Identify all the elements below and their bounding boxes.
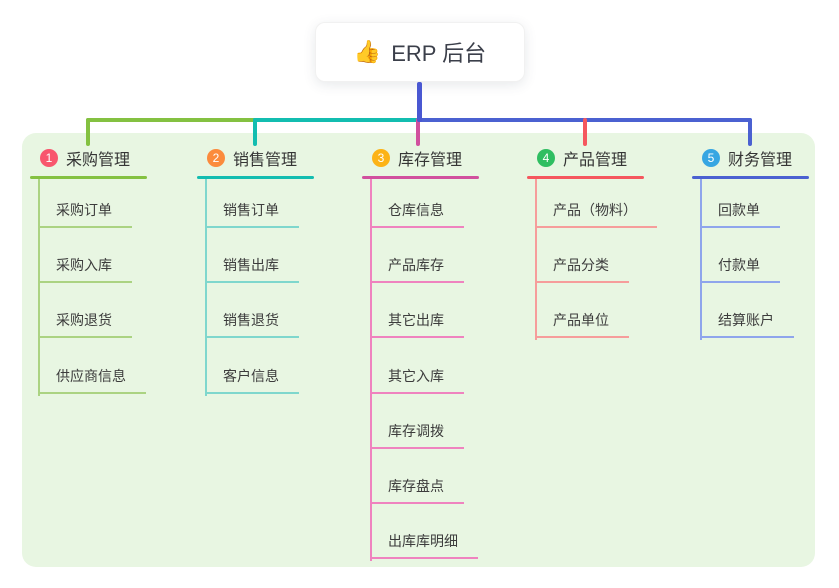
branch-header[interactable]: 3 库存管理: [362, 146, 527, 170]
branch-underline: [692, 176, 809, 179]
branch-number-badge: 3: [372, 149, 390, 167]
root-connector-line: [417, 82, 422, 122]
child-node[interactable]: 销售订单: [205, 200, 299, 228]
branch-header[interactable]: 4 产品管理: [527, 146, 692, 170]
branch-3: 3 库存管理仓库信息产品库存其它出库其它入库库存调拨库存盘点出库库明细: [362, 146, 527, 562]
child-node[interactable]: 其它入库: [370, 366, 464, 394]
branch-2: 2 销售管理销售订单销售出库销售退货客户信息: [197, 146, 362, 396]
bus-segment-sales: [253, 118, 420, 122]
child-node[interactable]: 产品分类: [535, 255, 629, 284]
branch-underline: [30, 176, 147, 179]
branch-label: 采购管理: [66, 152, 131, 169]
thumbs-up-icon: 👍: [353, 39, 382, 64]
branch-label: 库存管理: [398, 152, 463, 169]
child-connector-line: [370, 179, 372, 562]
child-node[interactable]: 库存盘点: [370, 476, 464, 504]
child-node[interactable]: 供应商信息: [38, 366, 146, 394]
branch-header[interactable]: 1 采购管理: [30, 146, 195, 170]
branch-1: 1 采购管理采购订单采购入库采购退货供应商信息: [30, 146, 195, 396]
child-node[interactable]: 产品库存: [370, 255, 464, 284]
child-node[interactable]: 采购入库: [38, 255, 132, 284]
child-node[interactable]: 仓库信息: [370, 200, 464, 228]
bus-segment-purchase: [86, 118, 257, 122]
branch-label: 财务管理: [728, 152, 793, 169]
branch-drop-line: [86, 118, 90, 146]
branch-number-badge: 1: [40, 149, 58, 167]
child-node[interactable]: 采购订单: [38, 200, 132, 228]
branch-drop-line: [748, 118, 752, 146]
child-node[interactable]: 销售退货: [205, 310, 299, 339]
child-node[interactable]: 客户信息: [205, 366, 299, 394]
branch-number-badge: 4: [537, 149, 555, 167]
child-node[interactable]: 销售出库: [205, 255, 299, 284]
branches-panel: [22, 133, 815, 567]
branch-number-badge: 2: [207, 149, 225, 167]
child-node[interactable]: 采购退货: [38, 310, 132, 339]
branch-4: 4 产品管理产品（物料） 产品分类产品单位: [527, 146, 692, 341]
branch-label: 产品管理: [563, 152, 628, 169]
child-connector-line: [700, 179, 702, 341]
child-node[interactable]: 出库库明细: [370, 531, 478, 560]
child-connector-line: [38, 179, 40, 396]
child-connector-line: [205, 179, 207, 396]
child-node[interactable]: 回款单: [700, 200, 780, 228]
branch-drop-line: [416, 118, 420, 146]
branch-underline: [527, 176, 644, 179]
branch-5: 5 财务管理回款单付款单结算账户: [692, 146, 839, 341]
child-node[interactable]: 库存调拨: [370, 421, 464, 449]
branch-drop-line: [253, 118, 257, 146]
child-node[interactable]: 产品（物料）: [535, 200, 657, 228]
branch-header[interactable]: 2 销售管理: [197, 146, 362, 170]
branch-underline: [362, 176, 479, 179]
child-node[interactable]: 产品单位: [535, 310, 629, 339]
branch-label: 销售管理: [233, 152, 298, 169]
child-node[interactable]: 其它出库: [370, 310, 464, 339]
branch-header[interactable]: 5 财务管理: [692, 146, 839, 170]
child-node[interactable]: 结算账户: [700, 310, 794, 339]
root-node-label: ERP 后台: [391, 41, 487, 66]
branch-number-badge: 5: [702, 149, 720, 167]
branch-drop-line: [583, 118, 587, 146]
branch-underline: [197, 176, 314, 179]
root-node-erp[interactable]: 👍 ERP 后台: [315, 22, 525, 82]
child-connector-line: [535, 179, 537, 341]
child-node[interactable]: 付款单: [700, 255, 780, 284]
